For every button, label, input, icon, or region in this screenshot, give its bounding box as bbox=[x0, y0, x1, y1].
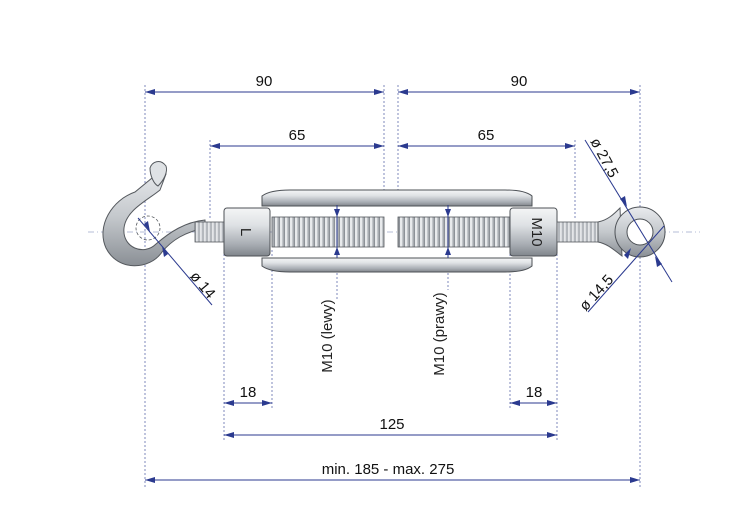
left-rod-thread bbox=[194, 221, 228, 243]
eye-bolt bbox=[597, 206, 666, 258]
dimension-body-length bbox=[224, 432, 557, 438]
frame-bottom-bar bbox=[261, 257, 533, 273]
dim-left-span: 90 bbox=[256, 73, 273, 90]
dimension-overall-length bbox=[145, 477, 640, 483]
dim-right-span: 90 bbox=[511, 73, 528, 90]
right-thread-rod bbox=[397, 216, 511, 248]
dim-right-thread: 65 bbox=[478, 127, 495, 144]
left-thread-rod bbox=[271, 216, 385, 248]
dimension-top-spans bbox=[145, 89, 640, 95]
label-left-thread: M10 (lewy) bbox=[319, 299, 336, 372]
dimension-end-lengths bbox=[224, 400, 557, 406]
dim-overall-length: min. 185 - max. 275 bbox=[322, 461, 455, 478]
left-collar bbox=[223, 207, 271, 257]
frame-top-bar bbox=[261, 189, 533, 207]
dim-eye-inner: ø 14,5 bbox=[576, 271, 617, 314]
body-mark-left: L bbox=[237, 228, 254, 236]
thread-leaders bbox=[334, 205, 451, 258]
dimension-thread-lengths bbox=[210, 143, 575, 149]
turnbuckle-part: L M10 bbox=[102, 161, 666, 273]
dim-body-length: 125 bbox=[379, 416, 404, 433]
hook bbox=[102, 161, 206, 267]
dimension-eye-diameters bbox=[584, 139, 673, 313]
dim-left-thread: 65 bbox=[289, 127, 306, 144]
dim-hook: ø 14 bbox=[186, 268, 218, 302]
body-mark: M10 bbox=[528, 217, 545, 246]
dim-left-end: 18 bbox=[240, 384, 257, 401]
label-right-thread: M10 (prawy) bbox=[431, 292, 448, 375]
dim-eye-outer: ø 27,5 bbox=[586, 135, 621, 181]
extension-lines bbox=[144, 85, 641, 488]
dim-right-end: 18 bbox=[526, 384, 543, 401]
dimension-hook-diameter bbox=[137, 217, 213, 306]
right-rod-thread bbox=[556, 221, 602, 243]
